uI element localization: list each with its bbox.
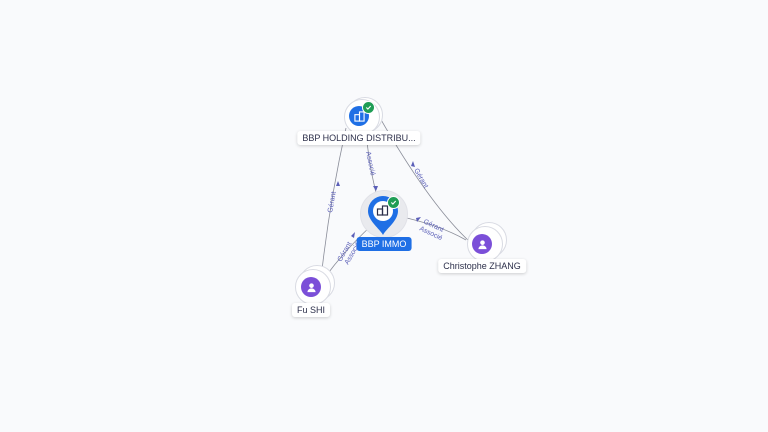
person-circle[interactable]	[301, 277, 321, 297]
edge-label-fushi-holding: Gérant	[327, 191, 338, 213]
person-icon	[477, 239, 487, 249]
edge-arrow	[336, 181, 340, 186]
node-label-christophe-zhang[interactable]: Christophe ZHANG	[438, 259, 526, 273]
node-label-fu-shi[interactable]: Fu SHI	[291, 303, 331, 317]
verified-check-icon	[362, 101, 375, 114]
edge-label-holding-immo: Associé	[364, 151, 376, 177]
verified-check-icon	[387, 196, 400, 209]
edge-arrow	[351, 232, 355, 238]
person-circle[interactable]	[472, 234, 492, 254]
edge-label-christophe-holding: Gérant	[412, 168, 429, 190]
edge-arrow	[416, 217, 421, 222]
node-label-bbp-immo[interactable]: BBP IMMO	[356, 237, 412, 251]
node-label-bbp-holding[interactable]: BBP HOLDING DISTRIBU...	[297, 131, 421, 145]
person-icon	[306, 282, 316, 292]
edge-arrow	[373, 186, 378, 191]
company-icon	[353, 110, 365, 122]
edge-arrow	[411, 161, 415, 167]
